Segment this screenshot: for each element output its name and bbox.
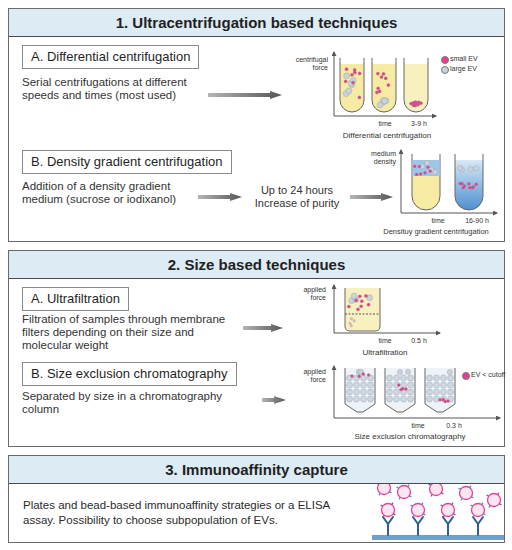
figure-caption: Ultrafiltration — [330, 348, 440, 357]
figure-caption: Size exclusion chromatography — [330, 432, 490, 441]
axis-label: time — [423, 217, 453, 225]
legend-text: EV < cutoff — [471, 371, 505, 379]
section-panel: 3. Immunoaffinity capturePlates and bead… — [8, 455, 505, 543]
section-heading: 2. Size based techniques — [9, 251, 504, 279]
method-description: Addition of a density gradient medium (s… — [22, 180, 192, 206]
section-body: Plates and bead-based immunoaffinity str… — [23, 498, 353, 528]
section-heading: 1. Ultracentrifugation based techniques — [9, 9, 504, 37]
note: Up to 24 hours Increase of purity — [246, 184, 348, 209]
legend-swatch — [441, 66, 449, 74]
duration: 3-9 h — [403, 120, 435, 128]
legend-text: small EV — [450, 55, 478, 63]
legend-text: large EV — [450, 65, 477, 73]
figure-caption: Densituy gradient centrifugation — [368, 228, 504, 237]
method-description: Filtration of samples through membrane f… — [22, 313, 237, 353]
legend-swatch — [462, 372, 470, 380]
method-box: B. Size exclusion chromatography — [22, 362, 237, 386]
method-box: A. Ultrafiltration — [22, 287, 129, 311]
axis-label: time — [403, 422, 433, 430]
legend-swatch — [441, 56, 449, 64]
duration: 0.5 h — [403, 337, 435, 345]
method-box: B. Density gradient centrifugation — [22, 150, 232, 174]
axis-label: applied force — [286, 368, 326, 384]
duration: 0.3 h — [438, 422, 470, 430]
axis-label: time — [370, 337, 400, 345]
method-title: A. Ultrafiltration — [31, 291, 120, 307]
section-heading: 3. Immunoaffinity capture — [9, 456, 504, 484]
method-title: B. Size exclusion chromatography — [31, 366, 228, 382]
axis-label: time — [370, 120, 400, 128]
method-title: A. Differential centrifugation — [31, 49, 190, 65]
method-title: B. Density gradient centrifugation — [31, 154, 223, 170]
method-box: A. Differential centrifugation — [22, 45, 199, 69]
axis-label: centrifugal force — [286, 56, 328, 72]
axis-label: medium density — [352, 150, 396, 166]
duration: 16-90 h — [458, 217, 496, 225]
method-description: Serial centrifugations at different spee… — [22, 76, 202, 102]
method-description: Separated by size in a chromatography co… — [22, 390, 257, 416]
figure-caption: Differential centrifugation — [322, 131, 452, 140]
axis-label: applied force — [286, 286, 326, 302]
